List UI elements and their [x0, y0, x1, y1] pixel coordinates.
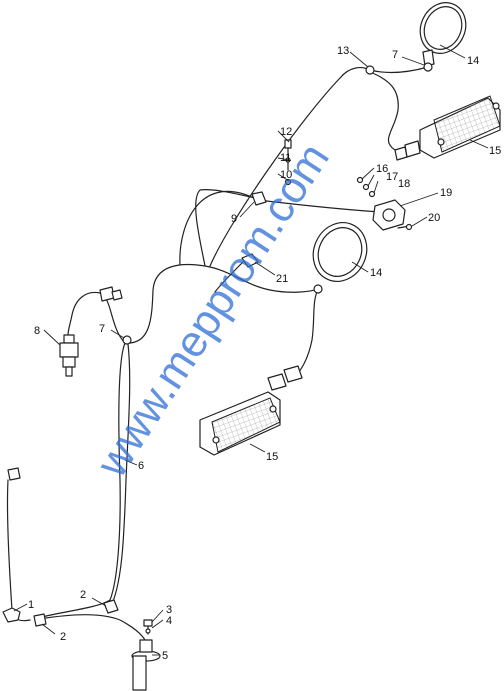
callout-4: 4: [166, 615, 172, 627]
callout-17: 17: [386, 171, 398, 183]
callout-11: 11: [280, 152, 291, 164]
callout-7-right: 7: [392, 49, 398, 61]
callout-10: 10: [280, 169, 292, 181]
grommet-7-right: [423, 62, 433, 72]
callout-19: 19: [440, 187, 452, 199]
callout-9: 9: [231, 213, 237, 225]
rear-lamp-15-top: [419, 95, 501, 159]
callout-15-top: 15: [489, 145, 501, 157]
callout-6: 6: [138, 460, 144, 472]
callout-numbers: 1 2 2 3 4 5 6 7 8 9 10 11 12 13 7 14 15 …: [28, 45, 501, 662]
grommet-13: [365, 65, 375, 75]
callout-3: 3: [166, 604, 172, 616]
sensor-plug-8: [59, 334, 79, 377]
connector-upper-left: [99, 286, 123, 302]
callout-21: 21: [276, 273, 288, 285]
callout-13: 13: [337, 45, 349, 57]
callout-7-left: 7: [99, 323, 105, 335]
connector-21: [241, 253, 259, 268]
callout-5: 5: [162, 650, 168, 662]
grommet-7-left: [122, 335, 132, 345]
connector-mid-right: [267, 365, 303, 391]
callout-14-mid: 14: [370, 267, 382, 279]
screw-3-4: [143, 619, 153, 635]
callout-15-bottom: 15: [266, 451, 278, 463]
callout-18: 18: [398, 178, 410, 190]
connector-1: [2, 467, 21, 623]
leader-lines: [13, 44, 489, 656]
callout-8: 8: [34, 325, 40, 337]
rear-lamp-15-bottom: [199, 391, 281, 456]
callout-1: 1: [28, 599, 34, 611]
lamp-round-14-top: [419, 2, 467, 67]
clip-2-upper: [103, 599, 119, 614]
callout-14-top: 14: [467, 55, 479, 67]
bracket-9: [251, 191, 267, 206]
callout-2-lower: 2: [60, 631, 66, 643]
connector-upper-right: [394, 140, 421, 161]
switch-19: [372, 199, 406, 231]
callout-2-upper: 2: [80, 589, 86, 601]
callout-16: 16: [376, 163, 388, 175]
screw-20: [397, 223, 413, 231]
callout-12: 12: [280, 126, 292, 138]
washers-16-17-18: [356, 176, 376, 198]
lamp-round-14-mid: [312, 222, 368, 294]
callout-20: 20: [428, 212, 440, 224]
sensor-tube-5: [131, 639, 161, 691]
clip-2-lower: [33, 613, 47, 627]
